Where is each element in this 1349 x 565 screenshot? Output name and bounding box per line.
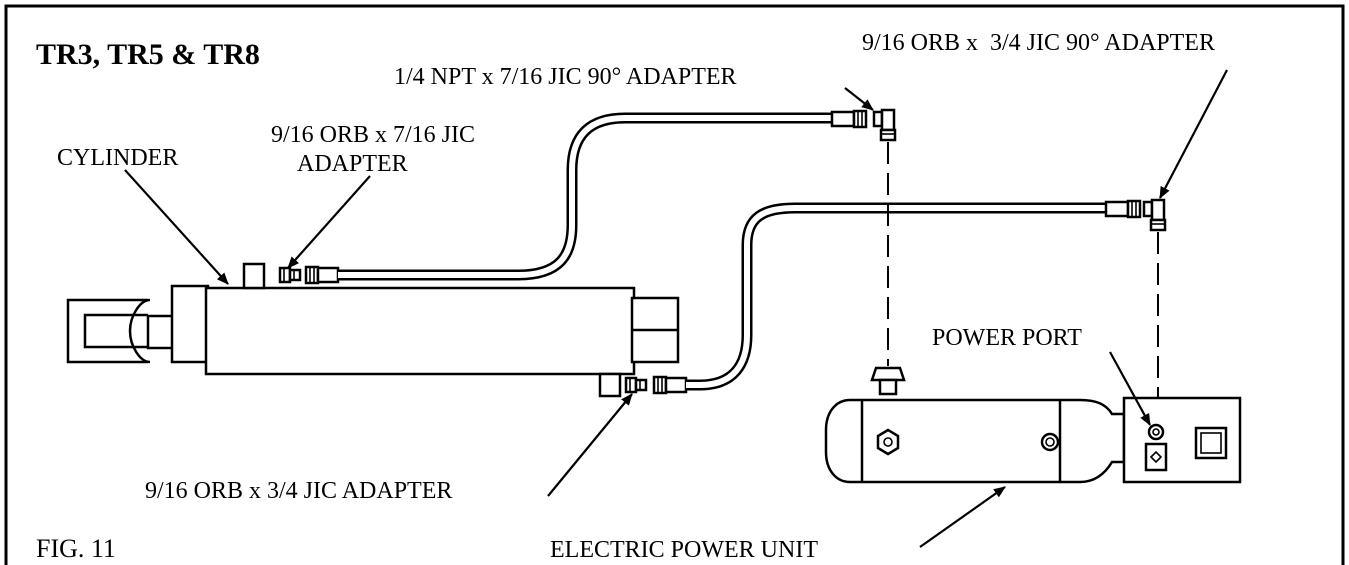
power-port-label: POWER PORT bbox=[932, 325, 1082, 351]
electric-power-unit-label: ELECTRIC POWER UNIT bbox=[550, 537, 818, 563]
npt-adapter-leader bbox=[844, 87, 874, 111]
orb-34-leader bbox=[547, 393, 633, 497]
cylinder-clevis bbox=[66, 298, 148, 364]
orb-716-leader bbox=[287, 175, 371, 269]
clevis-end bbox=[128, 298, 151, 364]
power-port bbox=[1147, 423, 1165, 441]
cylinder-bottom-port bbox=[598, 372, 622, 398]
hose-1 bbox=[338, 112, 834, 281]
hose-fitting-1 bbox=[304, 265, 340, 285]
cylinder-end-cap bbox=[170, 284, 210, 364]
cylinder-barrel bbox=[204, 286, 636, 376]
cylinder-rod bbox=[146, 314, 176, 350]
power-unit-tank bbox=[824, 398, 1126, 484]
orb-716-jic-adapter bbox=[278, 266, 302, 284]
cylinder-label: CYLINDER bbox=[57, 145, 178, 171]
hose-2-end-fitting bbox=[1104, 199, 1142, 219]
cylinder-top-port bbox=[242, 262, 266, 290]
power-unit-return-fitting bbox=[870, 366, 906, 396]
tank-plug bbox=[1040, 432, 1060, 452]
cylinder-leader bbox=[124, 169, 229, 285]
cylinder bbox=[66, 262, 680, 398]
orb-34-jic-90-adapter bbox=[1142, 198, 1167, 232]
power-port-leader bbox=[1109, 351, 1151, 426]
electric-power-unit bbox=[824, 396, 1242, 484]
orb-34-jic-adapter bbox=[624, 376, 648, 394]
npt-90-adapter bbox=[872, 108, 897, 142]
hose-fitting-2 bbox=[652, 375, 688, 395]
npt-adapter-label: 1/4 NPT x 7/16 JIC 90° ADAPTER bbox=[394, 64, 737, 90]
orb-716-adapter-label-line1: 9/16 ORB x 7/16 JIC bbox=[271, 122, 475, 148]
diagram-title: TR3, TR5 & TR8 bbox=[36, 38, 260, 71]
relief-valve bbox=[1144, 442, 1168, 472]
figure-border bbox=[4, 4, 1345, 565]
orb-34-90-leader bbox=[1159, 69, 1228, 199]
orb-34-90-adapter-label: 9/16 ORB x 3/4 JIC 90° ADAPTER bbox=[862, 30, 1215, 56]
figure-label: FIG. 11 bbox=[36, 534, 116, 563]
orb-716-adapter-label-line2: ADAPTER bbox=[297, 151, 408, 177]
hose-2 bbox=[686, 202, 1108, 391]
tank-port-hex bbox=[876, 428, 900, 456]
hose-1-end-fitting bbox=[830, 109, 868, 129]
power-unit-leader bbox=[919, 486, 1006, 548]
orb-34-adapter-label: 9/16 ORB x 3/4 JIC ADAPTER bbox=[145, 478, 452, 504]
